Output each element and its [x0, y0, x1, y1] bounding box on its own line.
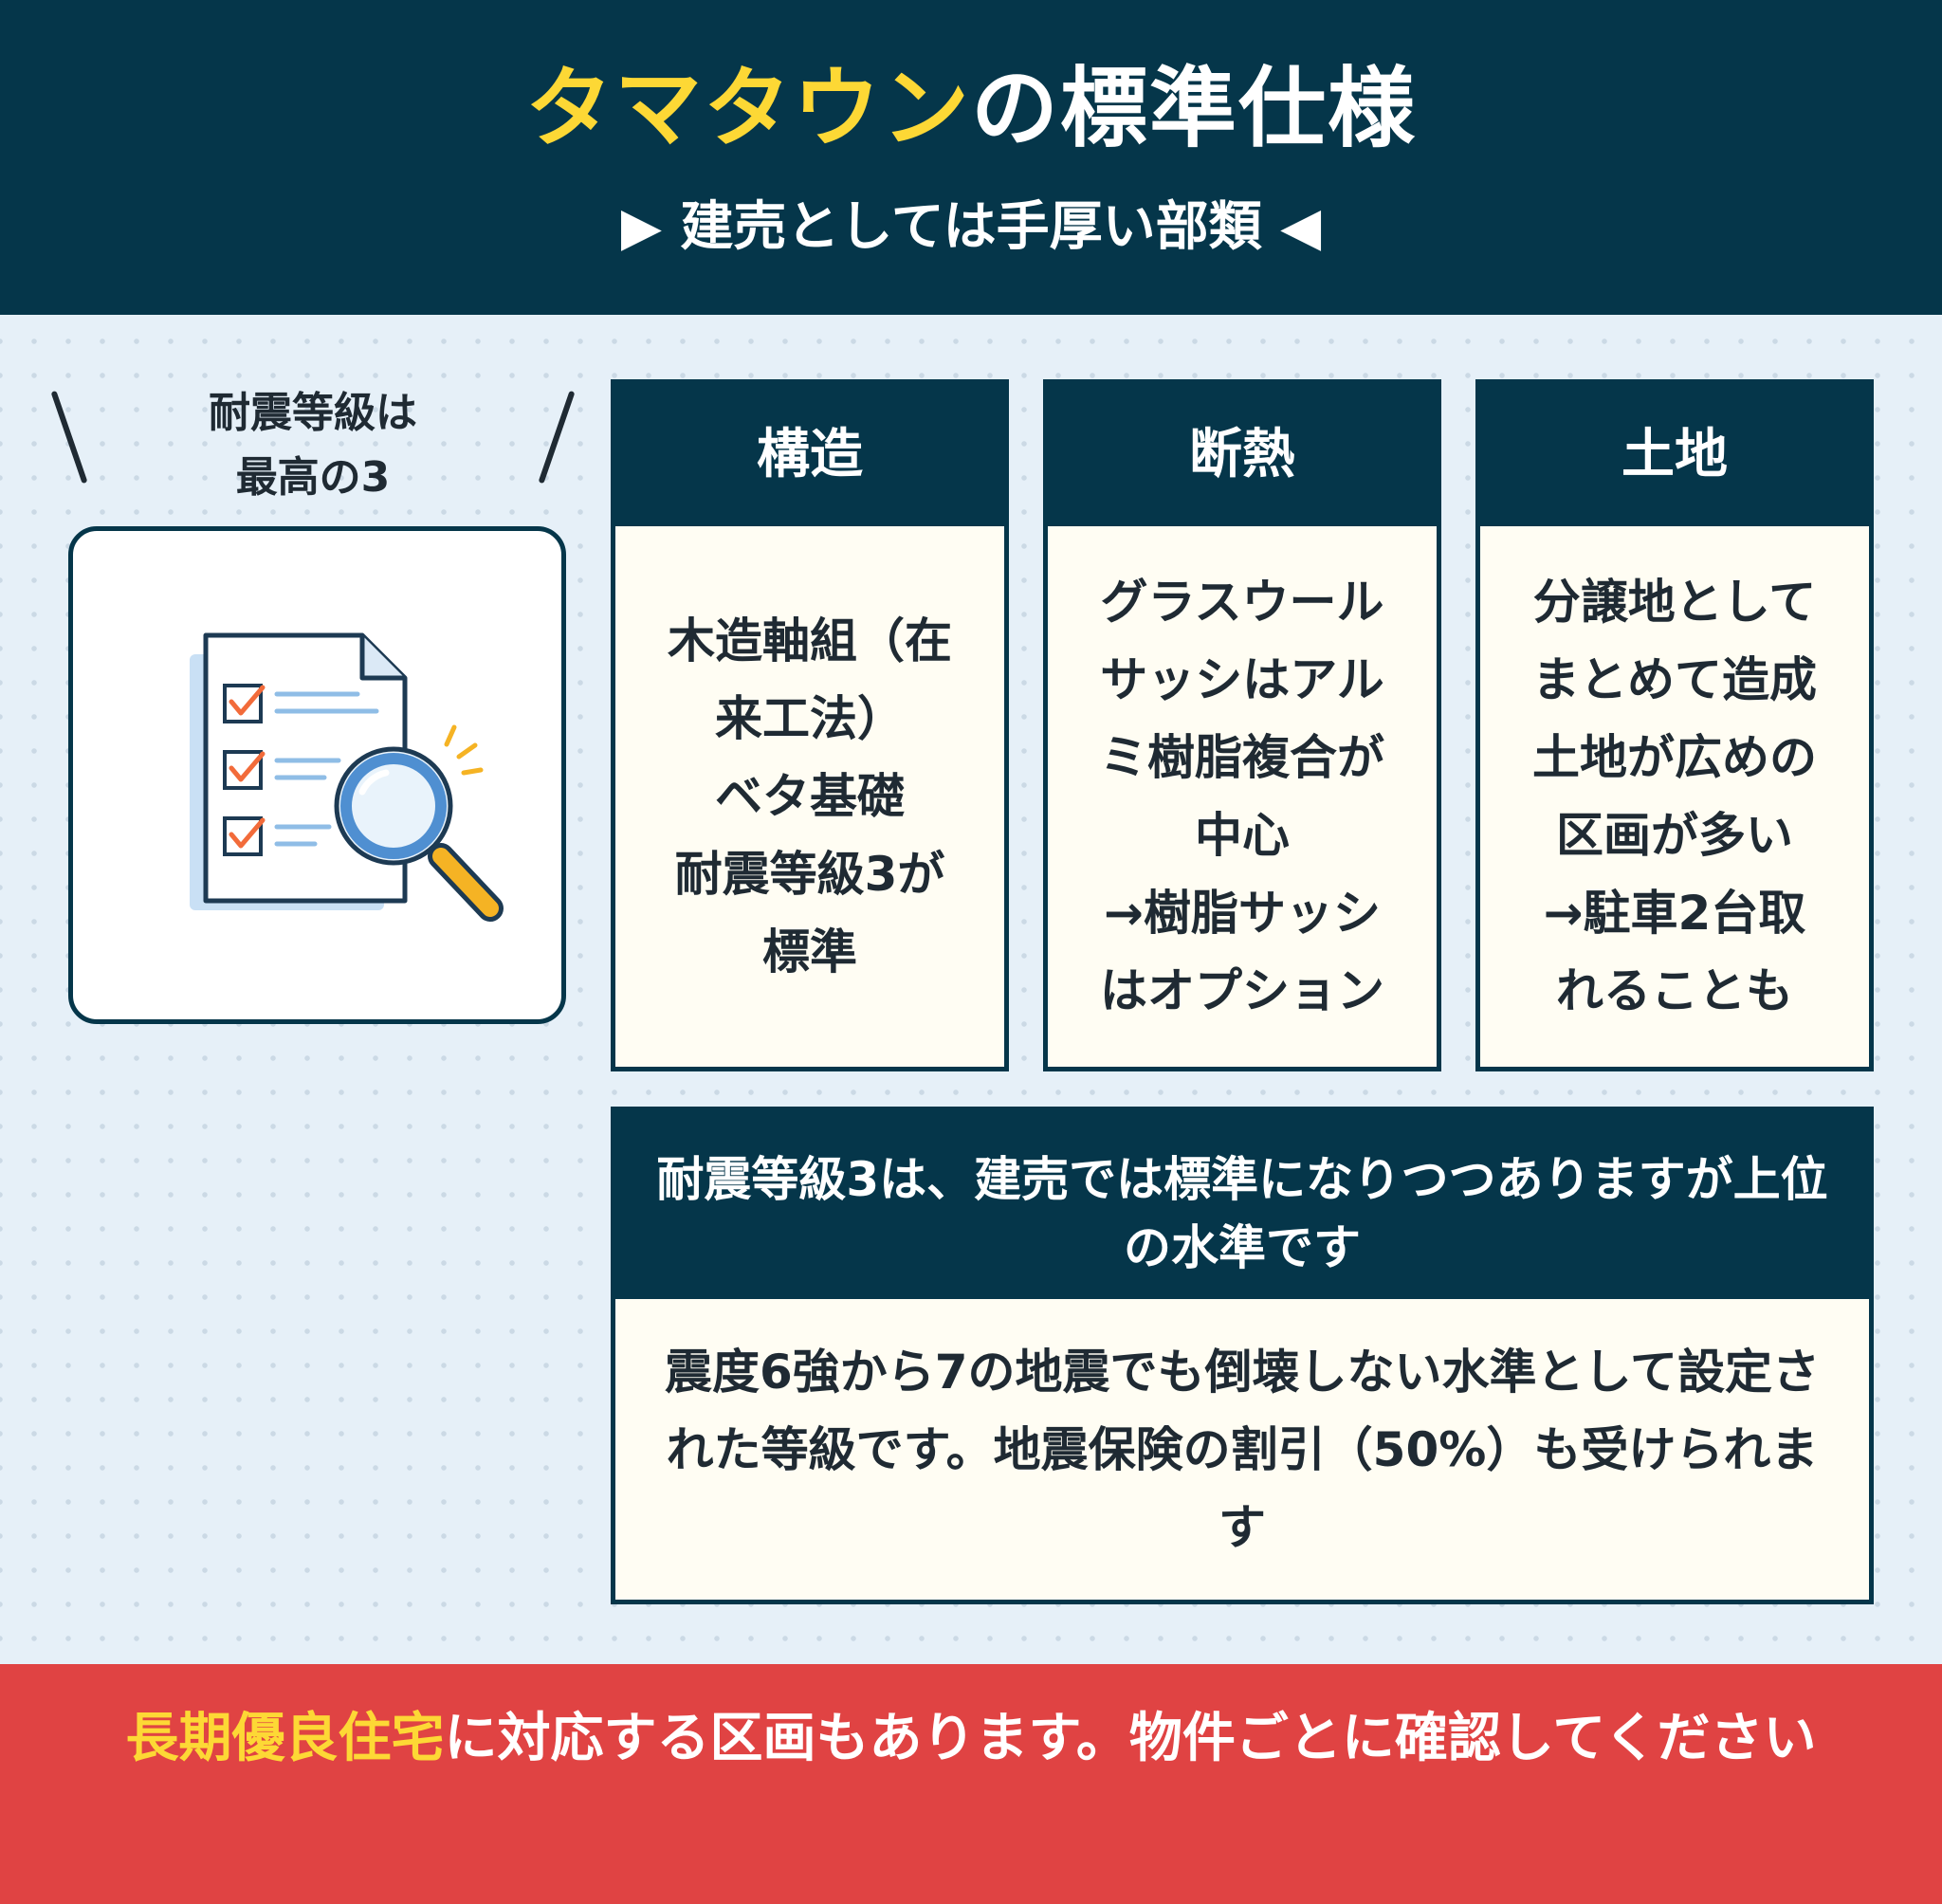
page-subtitle: ▶ 建売としては手厚い部類 ◀ [620, 196, 1322, 258]
column-body: 分譲地として まとめて造成 土地が広めの 区画が多い →駐車2台取 れることも [1480, 526, 1869, 1067]
spec-column-structure: 構造 木造軸組（在 来工法） ベタ基礎 耐震等級3が 標準 [611, 379, 1009, 1071]
seismic-note: 耐震等級3は、建売では標準になりつつありますが上位の水準です 震度6強から7の地… [611, 1107, 1874, 1604]
column-title: 土地 [1480, 384, 1869, 526]
spec-column-land: 土地 分譲地として まとめて造成 土地が広めの 区画が多い →駐車2台取 れるこ… [1475, 379, 1874, 1071]
footer-banner: 長期優良住宅に対応する区画もあります。物件ごとに確認してください [0, 1664, 1942, 1904]
emphasis-slash-right [538, 390, 576, 485]
footer-text: に対応する区画もあります。物件ごとに確認してください [444, 1708, 1817, 1769]
title-rest: の標準仕様 [971, 58, 1418, 159]
column-title: 断熱 [1048, 384, 1437, 526]
emphasis-slash-left [50, 390, 88, 485]
note-body-text: 震度6強から7の地震でも倒壊しない水準として設定された等級です。地震保険の割引（… [664, 1344, 1821, 1555]
column-body-text: 木造軸組（在 来工法） ベタ基礎 耐震等級3が 標準 [668, 613, 952, 979]
side-label: 耐震等級は 最高の3 [180, 381, 446, 510]
header-banner: タマタウンの標準仕様 ▶ 建売としては手厚い部類 ◀ [0, 0, 1942, 315]
icon-card [68, 526, 566, 1024]
note-heading: 耐震等級3は、建売では標準になりつつありますが上位の水準です [615, 1111, 1869, 1299]
checklist-magnifier-icon [190, 632, 504, 922]
side-label-line1: 耐震等級は [209, 389, 417, 437]
title-accent: タマタウン [524, 58, 971, 159]
column-body-text: 分譲地として まとめて造成 土地が広めの 区画が多い →駐車2台取 れることも [1532, 575, 1817, 1018]
column-body: 木造軸組（在 来工法） ベタ基礎 耐震等級3が 標準 [615, 526, 1004, 1067]
note-body: 震度6強から7の地震でも倒壊しない水準として設定された等級です。地震保険の割引（… [615, 1299, 1869, 1600]
column-body-text: グラスウール サッシはアル ミ樹脂複合が 中心 →樹脂サッシ はオプション [1100, 575, 1384, 1018]
column-title: 構造 [615, 384, 1004, 526]
page-title: タマタウンの標準仕様 [0, 52, 1942, 166]
spec-column-insulation: 断熱 グラスウール サッシはアル ミ樹脂複合が 中心 →樹脂サッシ はオプション [1043, 379, 1441, 1071]
side-label-line2: 最高の3 [235, 453, 391, 502]
footer-accent: 長期優良住宅 [125, 1708, 445, 1769]
column-body: グラスウール サッシはアル ミ樹脂複合が 中心 →樹脂サッシ はオプション [1048, 526, 1437, 1067]
